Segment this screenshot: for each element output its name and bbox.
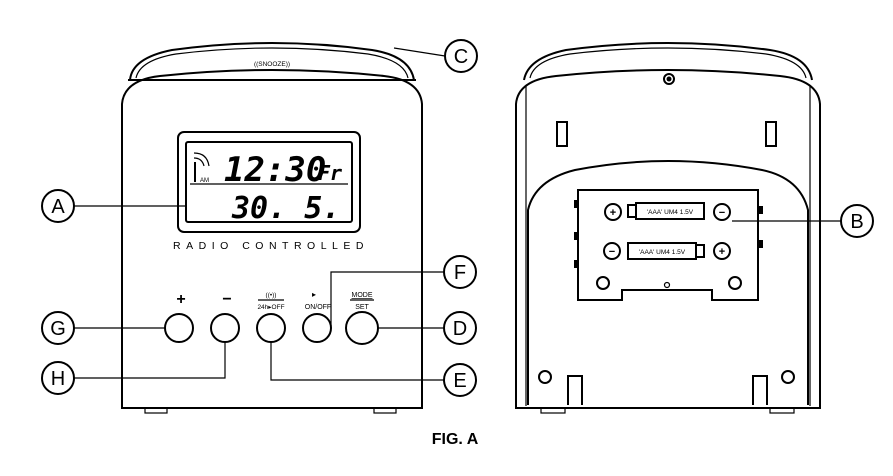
radio-controlled-label: RADIO CONTROLLED xyxy=(173,240,369,252)
battery-1-plus-terminal xyxy=(604,203,622,221)
alarm-on-off-button[interactable] xyxy=(302,313,332,343)
svg-text:B: B xyxy=(850,211,863,233)
svg-text:A: A xyxy=(51,196,65,218)
callout-b xyxy=(840,204,874,238)
battery-2-minus-terminal xyxy=(603,242,621,260)
svg-text:H: H xyxy=(51,368,65,390)
display-day: Fr xyxy=(318,161,342,185)
callout-h xyxy=(41,361,75,395)
top-cap-outline xyxy=(129,42,415,81)
back-cap-outline xyxy=(523,42,813,81)
front-foot-left xyxy=(144,407,168,414)
battery-1 xyxy=(635,202,705,220)
back-body-outline xyxy=(515,69,821,409)
back-screw xyxy=(663,73,675,85)
minus-label: − xyxy=(222,291,231,308)
back-cap-inner xyxy=(529,47,807,79)
plus-button[interactable] xyxy=(164,313,194,343)
front-body-outline xyxy=(121,69,423,409)
set-label: SET xyxy=(355,304,369,311)
front-foot-right xyxy=(373,407,397,414)
back-clock: + 'AAA' UM4 1.5V − − 'AAA' UM4 1.5V + xyxy=(515,42,821,414)
figure-caption: FIG. A xyxy=(432,431,479,448)
slot-right xyxy=(765,121,777,147)
plus-label: + xyxy=(176,291,185,308)
battery-1-label: 'AAA' UM4 1.5V xyxy=(647,209,694,216)
callout-c xyxy=(444,39,478,73)
svg-text:G: G xyxy=(50,318,66,340)
minus-button[interactable] xyxy=(210,313,240,343)
callouts: A C F D E G H B xyxy=(41,39,874,397)
mode-set-button[interactable] xyxy=(345,311,379,345)
svg-text:+: + xyxy=(719,246,725,258)
battery-2-label: 'AAA' UM4 1.5V xyxy=(639,249,686,256)
mode-label: MODE xyxy=(352,292,373,299)
top-cap-inner xyxy=(135,47,409,79)
callout-g xyxy=(41,311,75,345)
back-foot-right xyxy=(752,375,768,405)
display-time: 12:30 xyxy=(224,150,326,190)
slot-left xyxy=(556,121,568,147)
back-foot-left xyxy=(567,375,583,405)
front-clock: AM 12:30 Fr 30. 5. ((SNOOZE)) RADIO CONT… xyxy=(121,42,423,414)
callout-a xyxy=(41,189,75,223)
alarm-symbol: ▸ xyxy=(312,290,316,299)
svg-text:D: D xyxy=(453,318,467,340)
signal-symbol-label: ((•)) xyxy=(266,292,277,299)
battery-2-plus-terminal xyxy=(713,242,731,260)
svg-text:E: E xyxy=(453,370,466,392)
display-date: 30. 5. xyxy=(231,191,340,226)
callout-d xyxy=(443,311,477,345)
lcd-bezel xyxy=(177,131,361,233)
callout-e xyxy=(443,363,477,397)
radio-signal-icon xyxy=(193,152,210,182)
lcd-screen xyxy=(185,141,353,223)
svg-text:−: − xyxy=(719,207,725,219)
am-indicator: AM xyxy=(200,178,209,184)
snooze-label: ((SNOOZE)) xyxy=(254,61,290,68)
battery-compartment xyxy=(577,189,759,301)
svg-text:−: − xyxy=(609,246,615,258)
battery-1-minus-terminal xyxy=(713,203,731,221)
hour-mode-label: 24h▸OFF xyxy=(257,304,284,311)
callout-f xyxy=(443,255,477,289)
svg-text:+: + xyxy=(610,207,616,219)
on-off-label: ON/OFF xyxy=(305,304,331,311)
hour-mode-button[interactable] xyxy=(256,313,286,343)
back-recess xyxy=(527,160,809,405)
svg-text:F: F xyxy=(454,262,466,284)
svg-text:C: C xyxy=(454,46,468,68)
